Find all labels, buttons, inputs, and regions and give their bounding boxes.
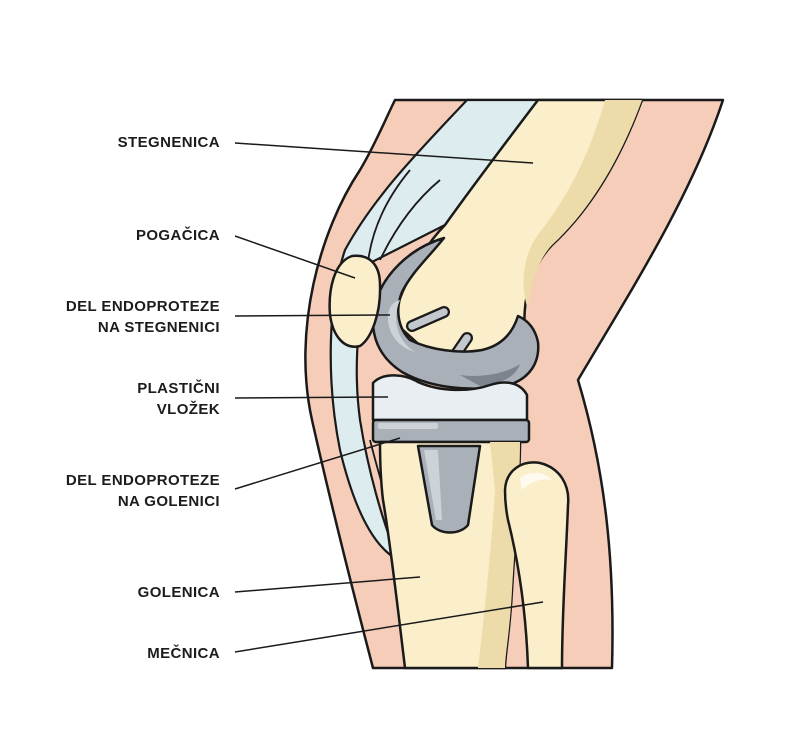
label-mecnica: MEČNICA	[147, 643, 220, 664]
leader-line-tibial-component	[234, 437, 401, 490]
tibial-stem-highlight	[424, 450, 442, 520]
leader-line-pogacica	[234, 235, 356, 279]
femoral-component-highlight	[388, 300, 415, 352]
label-text: MEČNICA	[147, 645, 220, 662]
label-text: NA GOLENICI	[117, 493, 220, 510]
leader-line-stegnenica	[234, 142, 534, 164]
leader-line-mecnica	[234, 601, 544, 653]
label-text: DEL ENDOPROTEZE	[65, 472, 220, 489]
leader-line-golenica	[234, 576, 421, 593]
tendon-fibre-line	[379, 179, 441, 261]
leader-line-plastic-insert	[234, 396, 389, 399]
femoral-component-shade	[460, 364, 520, 386]
label-tibial-component: DEL ENDOPROTEZE NA GOLENICI	[66, 470, 220, 512]
label-golenica: GOLENICA	[138, 582, 220, 603]
label-femoral-component: DEL ENDOPROTEZE NA STEGNENICI	[66, 296, 220, 338]
label-text: NA STEGNENICI	[97, 319, 220, 336]
label-text: GOLENICA	[137, 584, 220, 601]
label-text: POGAČICA	[135, 227, 220, 244]
plastic-insert	[371, 374, 529, 422]
label-pogacica: POGAČICA	[136, 225, 220, 246]
label-text: VLOŽEK	[156, 401, 220, 418]
tendon-fibre-line	[367, 169, 411, 263]
tibial-tray-highlight	[378, 423, 438, 429]
fibula	[503, 461, 570, 670]
label-stegnenica: STEGNENICA	[118, 132, 220, 153]
femur-shadow	[523, 100, 642, 310]
leader-line-femoral-component	[234, 314, 391, 317]
label-plastic-insert: PLASTIČNI VLOŽEK	[137, 378, 220, 420]
femoral-peg	[408, 308, 448, 330]
label-text: DEL ENDOPROTEZE	[65, 298, 220, 315]
patella	[328, 254, 382, 348]
label-text: STEGNENICA	[117, 134, 220, 151]
label-text: PLASTIČNI	[137, 380, 220, 397]
fibula-highlight	[520, 472, 552, 490]
